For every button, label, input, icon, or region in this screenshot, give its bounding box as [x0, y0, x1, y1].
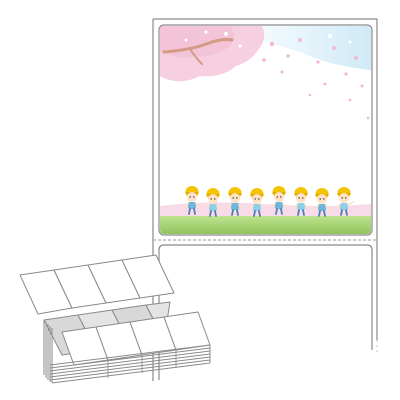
kids-row [183, 186, 354, 217]
kid [204, 188, 222, 217]
fanfold-bottom-sheet [61, 311, 211, 366]
kid [183, 186, 201, 215]
label-blank [158, 244, 373, 350]
kid [292, 187, 310, 216]
fanfold-top-sheet [19, 254, 175, 315]
fanfold-stack-edges [43, 320, 53, 383]
kid [335, 187, 354, 216]
kid [313, 188, 331, 217]
kid [248, 188, 266, 217]
label-printed [158, 24, 373, 236]
fanfold-front-face [49, 344, 211, 384]
kid [270, 186, 288, 215]
label-roll [152, 18, 378, 381]
fanfold-stack [19, 254, 211, 384]
kid [226, 187, 244, 216]
